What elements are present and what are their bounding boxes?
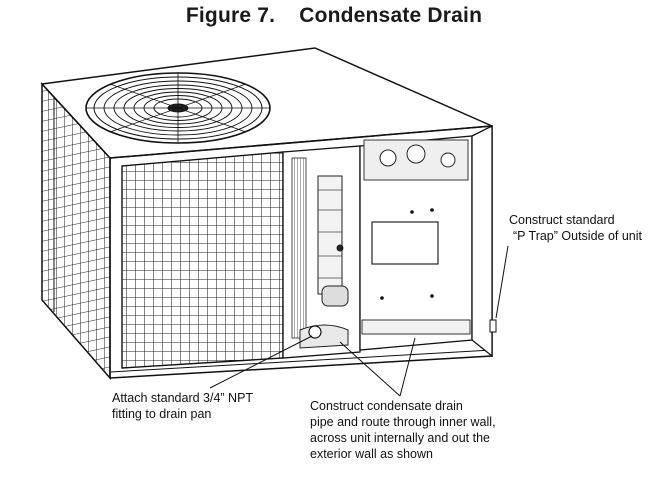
p-trap-leader-line [495,245,509,319]
drain-pipe-callout-line-2: pipe and route through inner wall, [310,415,496,429]
drain-pipe-leader-line-right [399,337,416,397]
p-trap-callout: Construct standard “P Trap” Outside of u… [509,212,642,244]
p-trap-callout-line-2: “P Trap” Outside of unit [513,229,642,243]
unit-right-panel [471,124,497,358]
drain-pipe-callout-line-1: Construct condensate drain [310,399,463,413]
figure-caption: Condensate Drain [299,4,483,27]
figure-title: Figure 7. Condensate Drain [0,4,668,28]
leader-lines [209,245,509,397]
npt-fitting-callout: Attach standard 3/4” NPT fitting to drai… [112,390,253,422]
npt-fitting-callout-line-2: fitting to drain pan [112,407,212,421]
drain-pipe-callout-line-3: across unit internally and out the [310,431,490,445]
evaporator-coil-section [282,145,361,359]
fan-guard [85,72,271,144]
drain-pipe-leader-line-left [339,341,401,397]
figure-number: Figure 7. [185,4,276,27]
p-trap-callout-line-1: Construct standard [509,213,615,227]
npt-fitting-leader-line [209,335,313,389]
drain-pipe-callout: Construct condensate drain pipe and rout… [310,398,496,462]
front-coil-grille [121,151,284,369]
npt-fitting-callout-line-1: Attach standard 3/4” NPT [112,391,254,405]
control-compartment [359,135,473,351]
drain-pipe-callout-line-4: exterior wall as shown [310,447,433,461]
